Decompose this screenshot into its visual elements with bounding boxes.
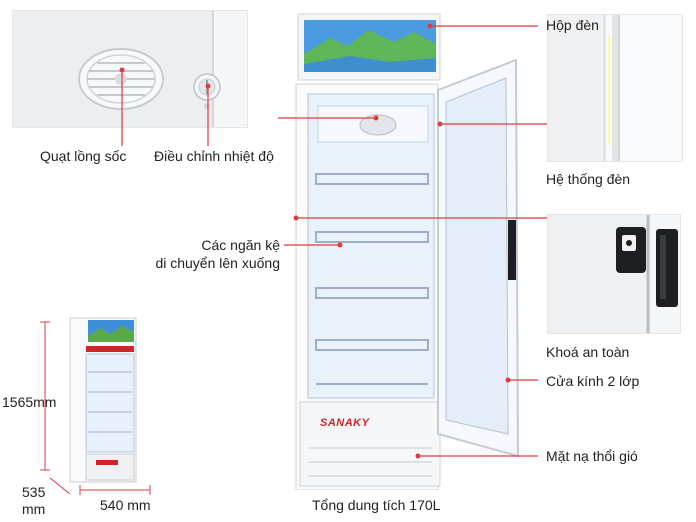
label-shelves-line2: di chuyển lên xuống — [155, 255, 280, 271]
label-width: 540 mm — [100, 497, 151, 513]
led-strip-icon — [548, 15, 682, 161]
label-shelves-line1: Các ngăn kệ — [201, 237, 280, 253]
fan-thermostat-thumbnail — [12, 10, 248, 128]
label-light-system: Hệ thống đèn — [546, 171, 631, 187]
label-capacity: Tổng dung tích 170L — [312, 497, 441, 513]
main-fridge-illustration: SANAKY — [290, 10, 530, 491]
label-thermostat: Điều chỉnh nhiệt độ — [154, 148, 274, 164]
lock-icon — [548, 215, 680, 333]
light-system-thumbnail — [547, 14, 683, 162]
label-light-box: Hộp đèn — [546, 17, 599, 33]
fan-thermostat-illustration — [13, 11, 247, 127]
label-fan: Quạt lồng sốc — [40, 148, 127, 164]
light-box — [297, 13, 441, 81]
fan-icon — [78, 48, 164, 110]
brand-logo: SANAKY — [320, 417, 370, 429]
label-air-vent: Mặt nạ thổi gió — [546, 448, 638, 464]
label-safety-lock: Khoá an toàn — [546, 344, 630, 360]
lock-thumbnail — [547, 214, 681, 334]
label-depth-line2: mm — [22, 501, 46, 517]
label-glass-door: Cửa kính 2 lớp — [546, 373, 640, 389]
glass-door — [437, 58, 520, 458]
label-height: 1565mm — [2, 394, 57, 410]
label-depth-line1: 535 — [22, 484, 46, 500]
small-fridge-illustration — [66, 316, 142, 484]
